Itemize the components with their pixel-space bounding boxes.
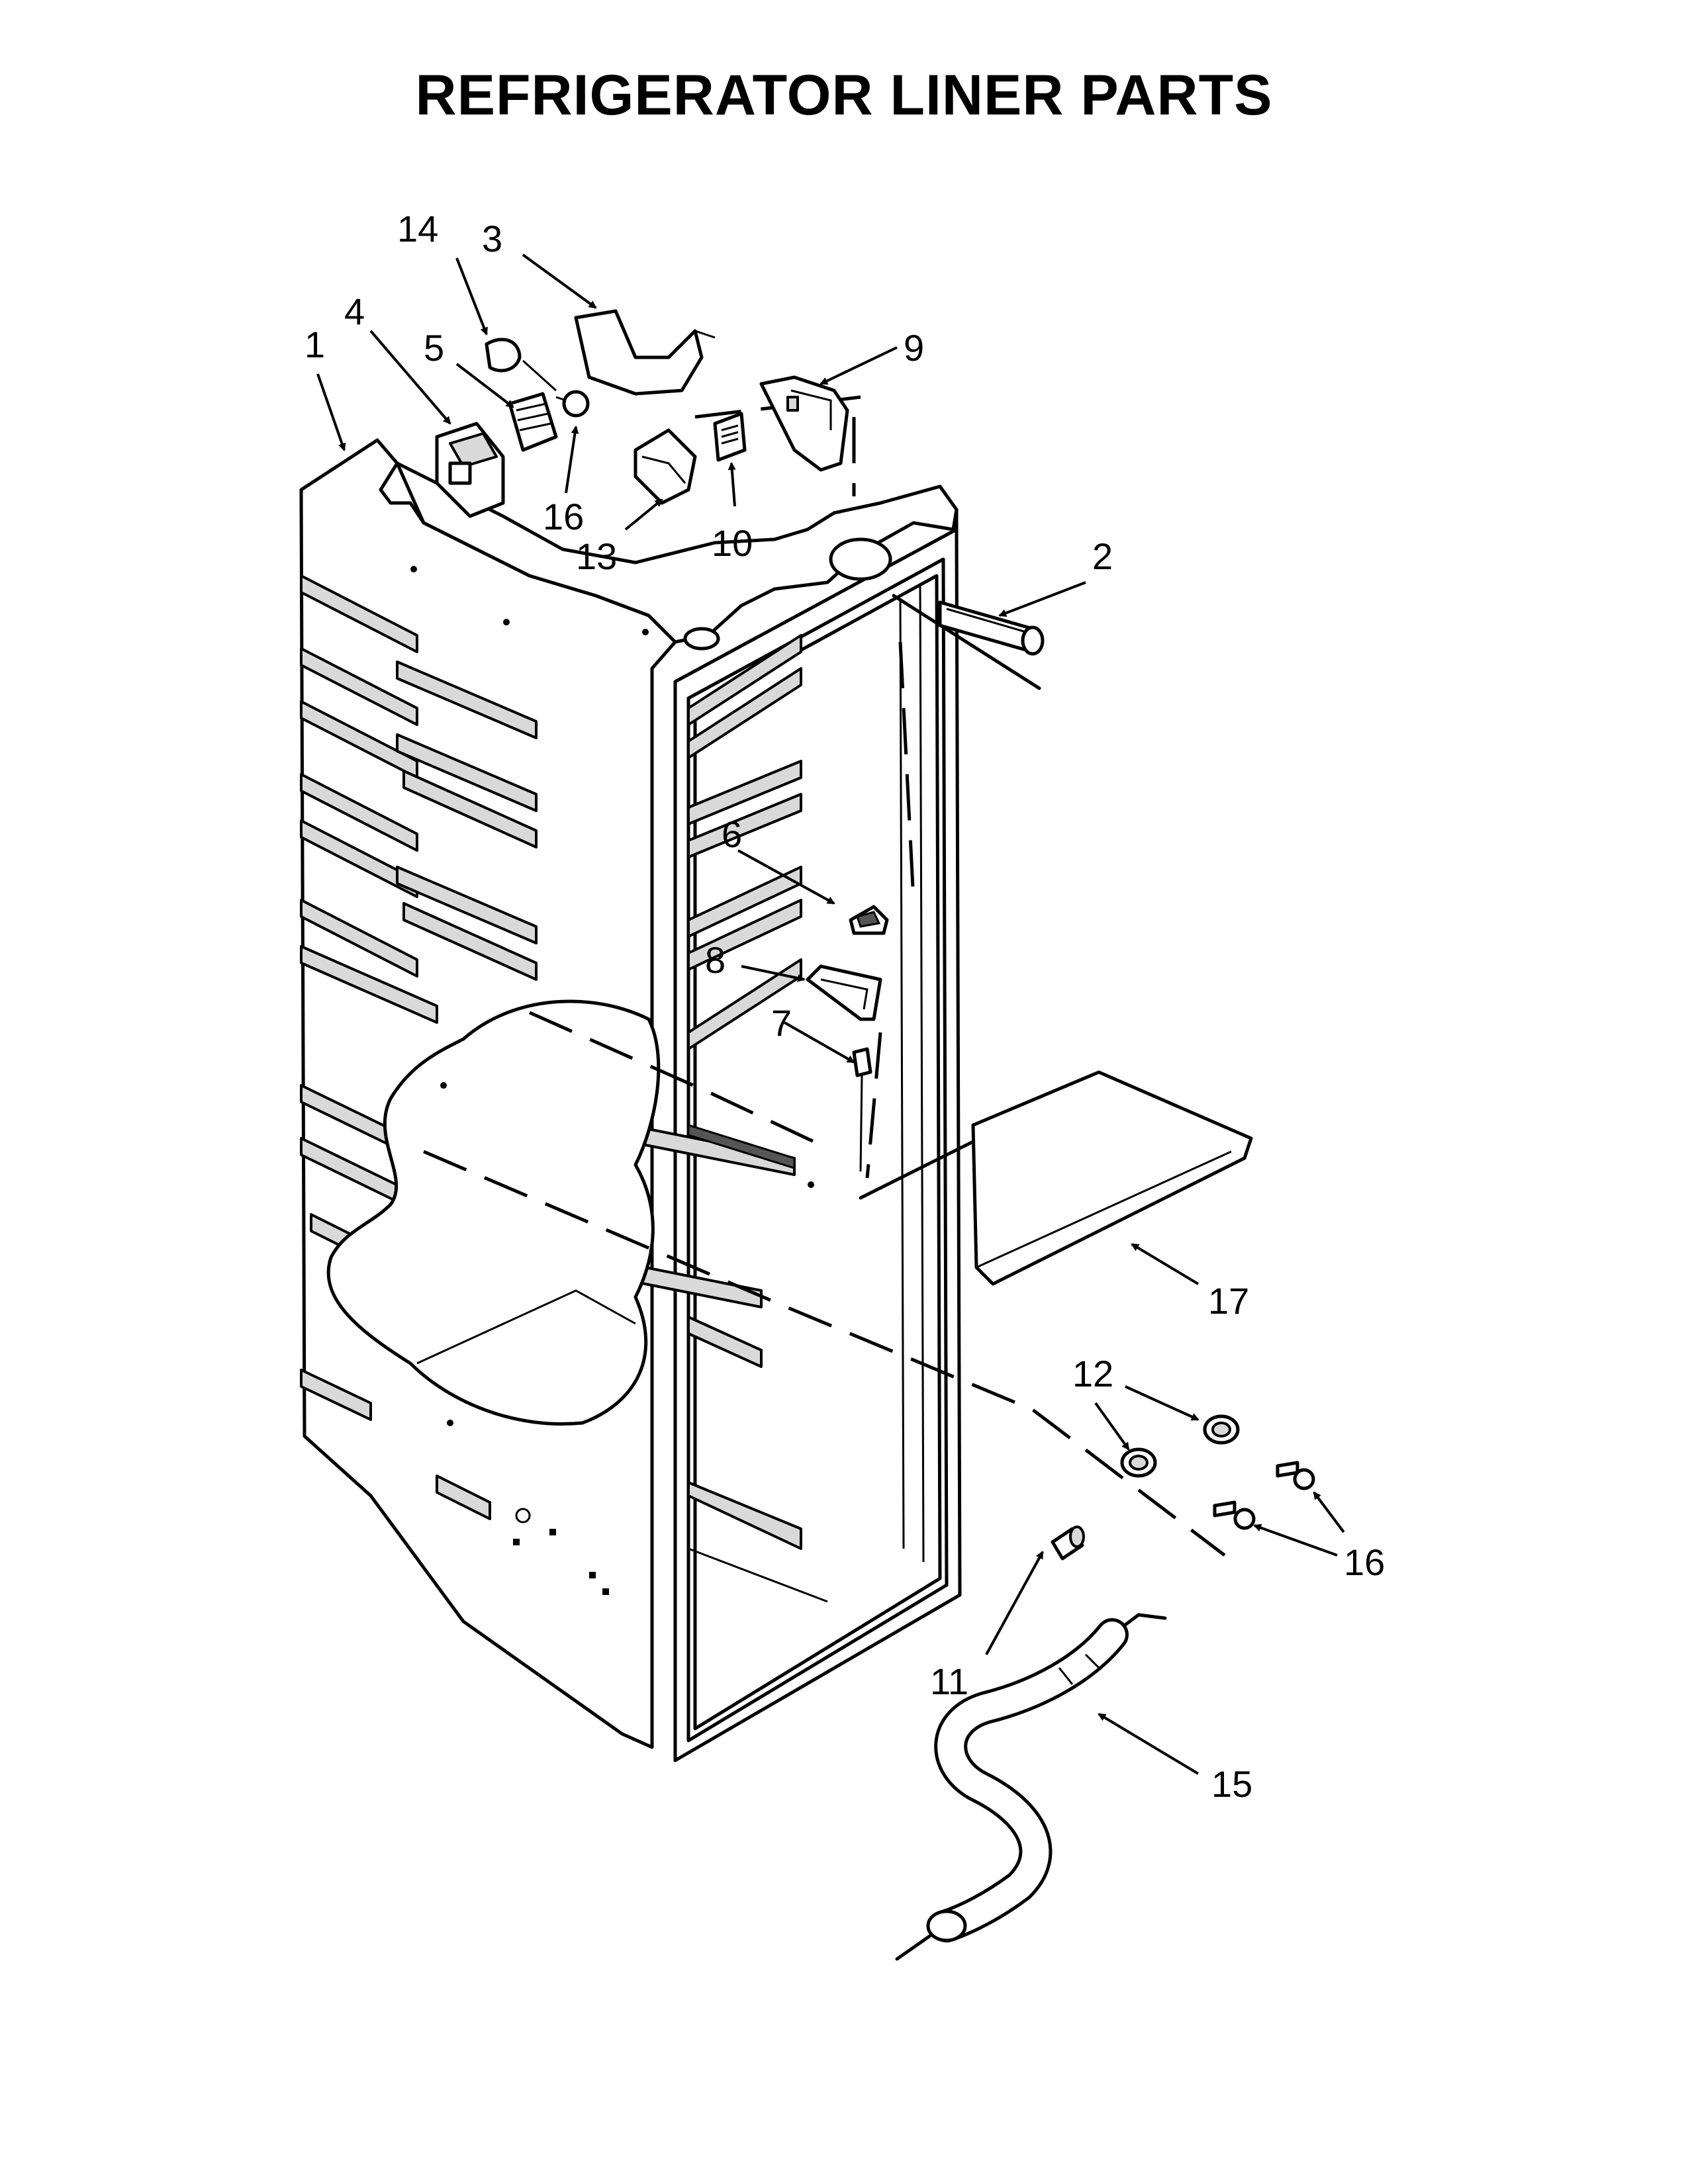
part-15 bbox=[895, 1613, 1167, 1961]
callout-16-top: 16 bbox=[543, 496, 584, 537]
part-13 bbox=[633, 428, 697, 505]
callout-11: 11 bbox=[930, 1661, 968, 1702]
leader-arrows bbox=[316, 253, 1345, 1775]
part-17 bbox=[971, 1070, 1253, 1286]
callout-1: 1 bbox=[305, 324, 325, 365]
part-3 bbox=[574, 309, 716, 396]
callout-15: 15 bbox=[1211, 1763, 1252, 1805]
callout-17: 17 bbox=[1208, 1280, 1249, 1322]
part-6 bbox=[849, 905, 889, 935]
part-5 bbox=[508, 392, 558, 452]
callout-4: 4 bbox=[344, 291, 365, 332]
mounting-holes bbox=[410, 566, 814, 1595]
part-16-top bbox=[555, 390, 590, 418]
part-8 bbox=[806, 964, 882, 1021]
callout-5: 5 bbox=[424, 327, 444, 369]
callout-8: 8 bbox=[705, 939, 726, 981]
part-2 bbox=[938, 600, 1045, 656]
refrigerator-liner bbox=[299, 438, 962, 1762]
part-7 bbox=[852, 1047, 872, 1172]
callout-14: 14 bbox=[397, 208, 438, 250]
callout-16-lower: 16 bbox=[1344, 1541, 1385, 1583]
part-12 bbox=[1120, 1414, 1240, 1478]
callout-12: 12 bbox=[1072, 1353, 1113, 1394]
part-10 bbox=[713, 412, 747, 462]
callout-7: 7 bbox=[771, 1002, 792, 1044]
callout-13: 13 bbox=[576, 535, 617, 577]
callout-10: 10 bbox=[712, 522, 753, 564]
callout-9: 9 bbox=[904, 327, 924, 369]
callout-2: 2 bbox=[1092, 535, 1113, 577]
part-14 bbox=[485, 338, 557, 392]
part-4 bbox=[435, 422, 505, 518]
callout-3: 3 bbox=[482, 218, 502, 259]
part-16-lower bbox=[1213, 1461, 1315, 1530]
left-shelf-rails bbox=[300, 574, 538, 1520]
part-11 bbox=[1051, 1525, 1085, 1561]
callout-6: 6 bbox=[722, 813, 742, 855]
callout-labels: 1 2 3 4 5 6 7 8 9 10 11 12 13 14 15 16 1… bbox=[305, 208, 1385, 1805]
part-9 bbox=[759, 375, 849, 472]
page-title: REFRIGERATOR LINER PARTS bbox=[415, 64, 1273, 127]
